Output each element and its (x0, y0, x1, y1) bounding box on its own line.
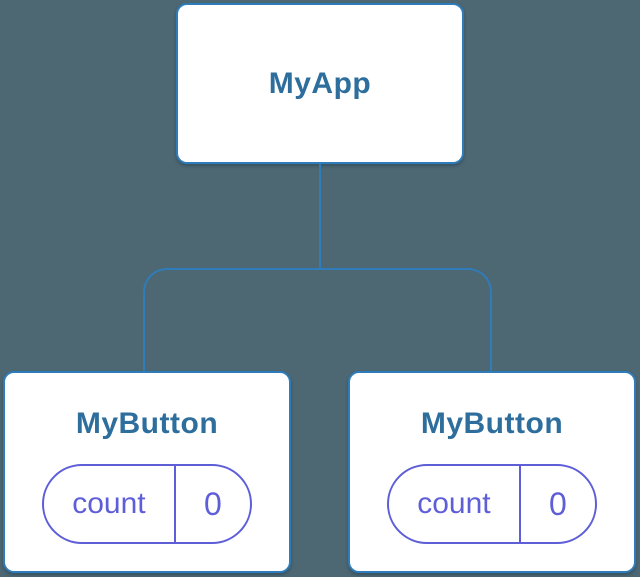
state-value-label: 0 (549, 485, 567, 522)
state-name-label: count (72, 487, 146, 520)
state-pill-left: count 0 (42, 464, 252, 544)
node-myapp: MyApp (176, 3, 464, 164)
state-value-cell: 0 (521, 466, 595, 542)
state-name-cell: count (389, 466, 521, 542)
connector-stem (318, 163, 321, 270)
node-mybutton-left: MyButton count 0 (3, 371, 291, 573)
connector-branch (143, 268, 492, 372)
node-mybutton-right-label: MyButton (420, 407, 564, 440)
state-name-cell: count (44, 466, 176, 542)
node-mybutton-left-label: MyButton (75, 407, 219, 440)
state-value-label: 0 (204, 485, 222, 522)
state-value-cell: 0 (176, 466, 250, 542)
node-mybutton-right: MyButton count 0 (348, 371, 636, 573)
node-myapp-label: MyApp (268, 66, 372, 100)
state-pill-right: count 0 (387, 464, 597, 544)
state-name-label: count (417, 487, 491, 520)
